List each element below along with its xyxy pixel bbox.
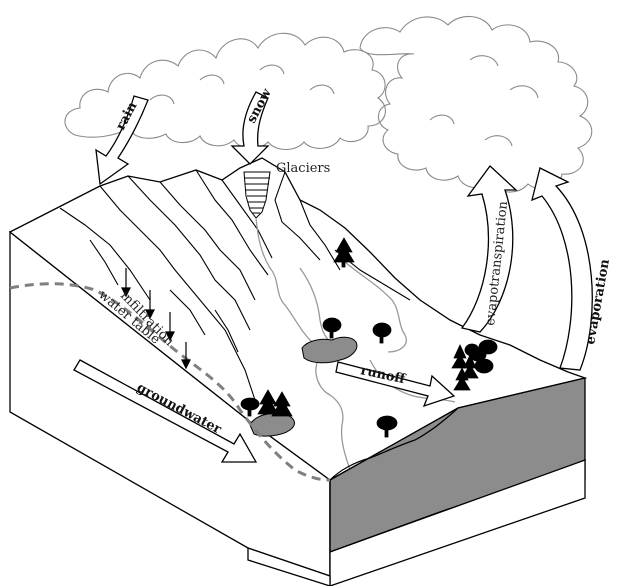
cloud-left <box>65 33 385 149</box>
cloud-right <box>360 16 592 192</box>
glaciers-label: Glaciers <box>276 161 330 176</box>
